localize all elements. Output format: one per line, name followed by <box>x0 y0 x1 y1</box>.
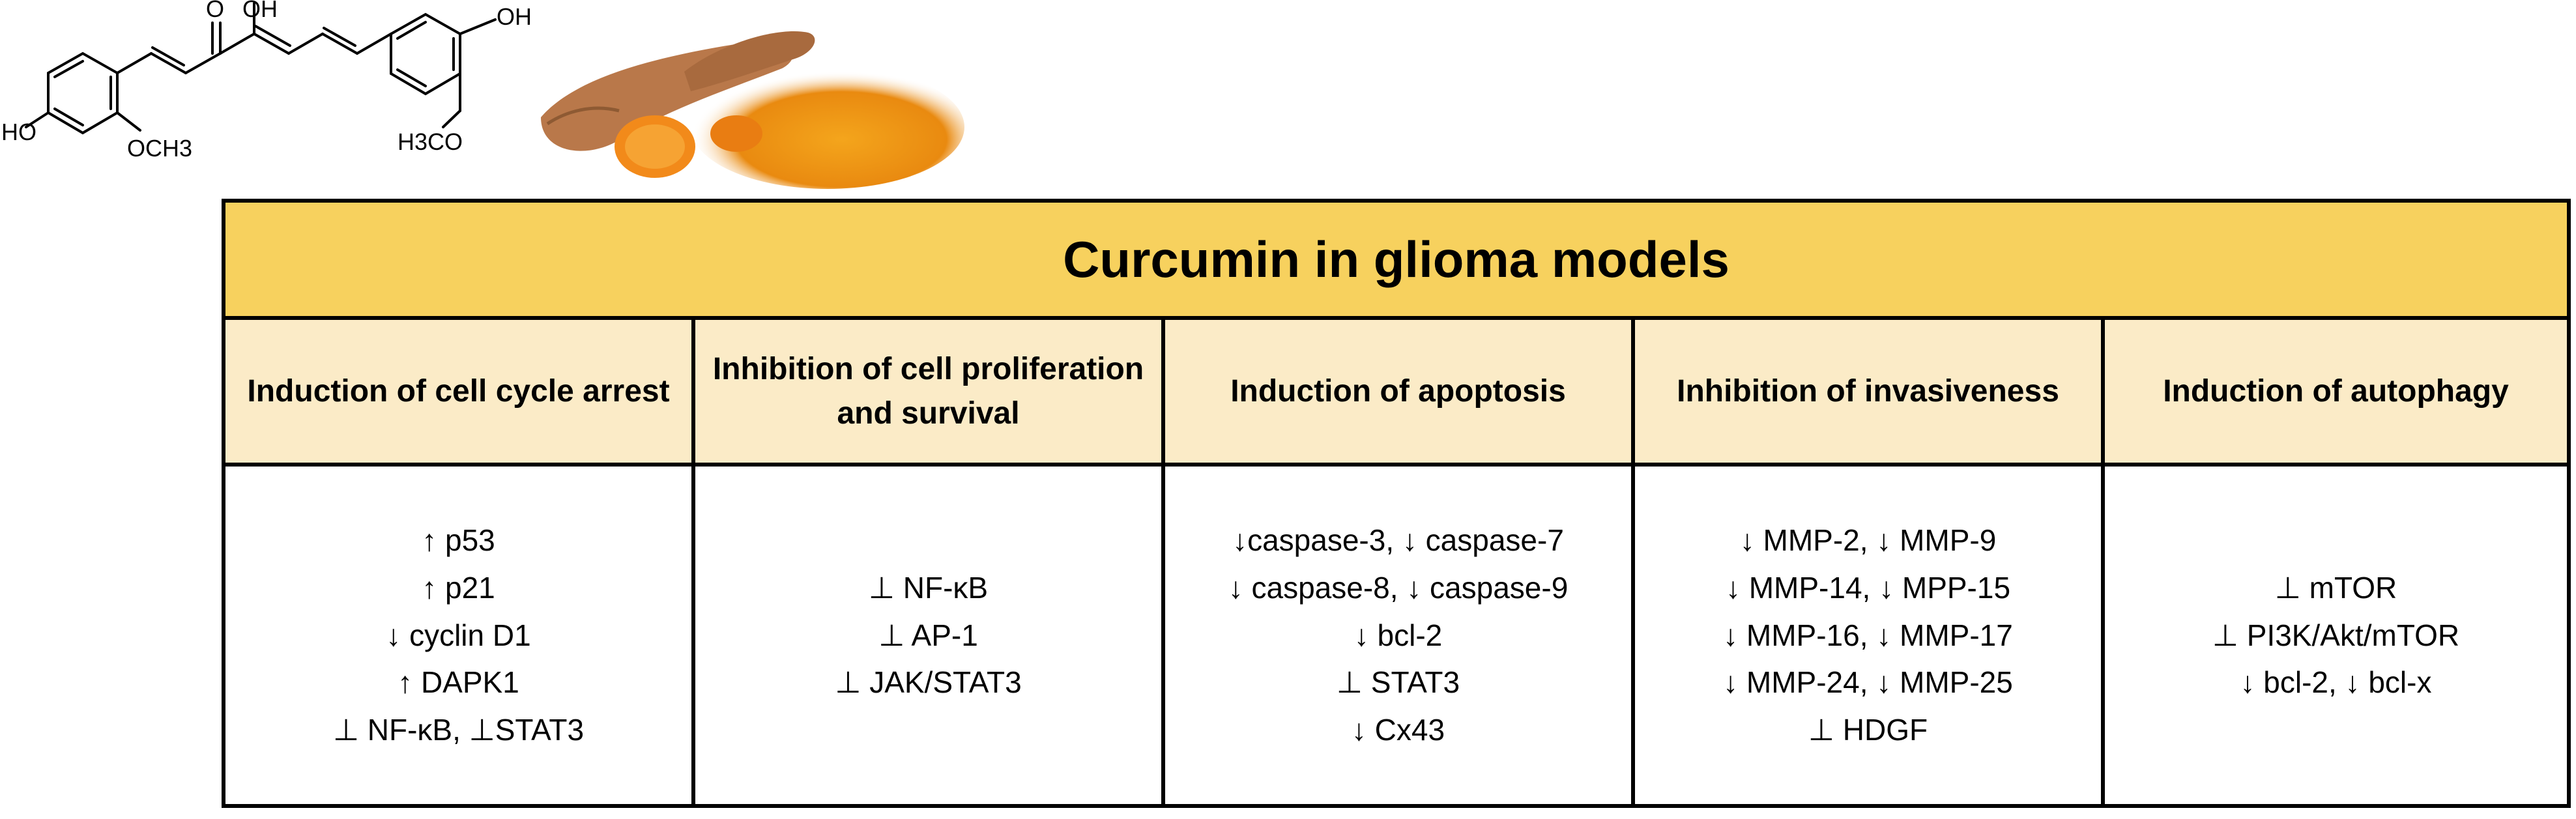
list-item: ↓ Cx43 <box>1351 713 1445 747</box>
column-header-proliferation-survival: Inhibition of cell proliferation and sur… <box>695 320 1161 467</box>
column-divider <box>2101 320 2105 804</box>
list-item: ↑ p21 <box>422 570 495 605</box>
list-item: ⊥ HDGF <box>1808 713 1928 747</box>
column-body-autophagy: ⊥ mTOR ⊥ PI3K/Akt/mTOR ↓ bcl-2, ↓ bcl-x <box>2105 467 2567 804</box>
column-divider <box>691 320 695 804</box>
list-item: ↓ MMP-24, ↓ MMP-25 <box>1723 665 2013 700</box>
column-header-autophagy: Induction of autophagy <box>2105 320 2567 467</box>
list-item: ⊥ STAT3 <box>1336 665 1460 700</box>
column-header-invasiveness: Inhibition of invasiveness <box>1635 320 2101 467</box>
list-item: ⊥ NF-κB, ⊥STAT3 <box>332 713 585 747</box>
list-item: ↓caspase-3, ↓ caspase-7 <box>1232 523 1564 558</box>
list-item: ↓ caspase-8, ↓ caspase-9 <box>1228 570 1569 605</box>
curcumin-effects-table: Curcumin in glioma models Induction of c… <box>222 199 2571 808</box>
turmeric-photo <box>541 31 964 189</box>
hydroxyl-top-label: OH <box>242 0 278 22</box>
column-body-cell-cycle-arrest: ↑ p53 ↑ p21 ↓ cyclin D1 ↑ DAPK1 ⊥ NF-κB,… <box>225 467 691 804</box>
hydroxyl-right-label: OH <box>497 3 532 30</box>
list-item: ↓ MMP-16, ↓ MMP-17 <box>1723 618 2013 652</box>
column-body-proliferation-survival: ⊥ NF-κB ⊥ AP-1 ⊥ JAK/STAT3 <box>695 467 1161 804</box>
list-item: ↑ DAPK1 <box>398 665 519 700</box>
list-item: ⊥ PI3K/Akt/mTOR <box>2212 618 2460 652</box>
table-title: Curcumin in glioma models <box>225 203 2567 320</box>
list-item: ↓ MMP-14, ↓ MPP-15 <box>1725 570 2011 605</box>
list-item: ⊥ mTOR <box>2274 570 2397 605</box>
hydroxyl-left-label: HO <box>1 119 36 145</box>
list-item: ⊥ JAK/STAT3 <box>835 665 1022 700</box>
list-item: ↑ p53 <box>422 523 495 558</box>
column-header-cell-cycle-arrest: Induction of cell cycle arrest <box>225 320 691 467</box>
list-item: ⊥ NF-κB <box>868 570 989 605</box>
curcumin-structure-diagram: O OH OH H3CO HO OCH3 <box>1 0 532 162</box>
carbonyl-label: O <box>206 0 224 22</box>
column-divider <box>1631 320 1635 804</box>
list-item: ⊥ AP-1 <box>878 618 978 652</box>
column-body-invasiveness: ↓ MMP-2, ↓ MMP-9 ↓ MMP-14, ↓ MPP-15 ↓ MM… <box>1635 467 2101 804</box>
methoxy-right-label: H3CO <box>398 128 463 155</box>
list-item: ↓ bcl-2 <box>1353 618 1443 652</box>
column-divider <box>1161 320 1165 804</box>
list-item: ↓ MMP-2, ↓ MMP-9 <box>1739 523 1997 558</box>
column-header-apoptosis: Induction of apoptosis <box>1165 320 1631 467</box>
list-item: ↓ cyclin D1 <box>386 618 531 652</box>
methoxy-left-label: OCH3 <box>127 135 192 162</box>
column-body-apoptosis: ↓caspase-3, ↓ caspase-7 ↓ caspase-8, ↓ c… <box>1165 467 1631 804</box>
list-item: ↓ bcl-2, ↓ bcl-x <box>2240 665 2432 700</box>
